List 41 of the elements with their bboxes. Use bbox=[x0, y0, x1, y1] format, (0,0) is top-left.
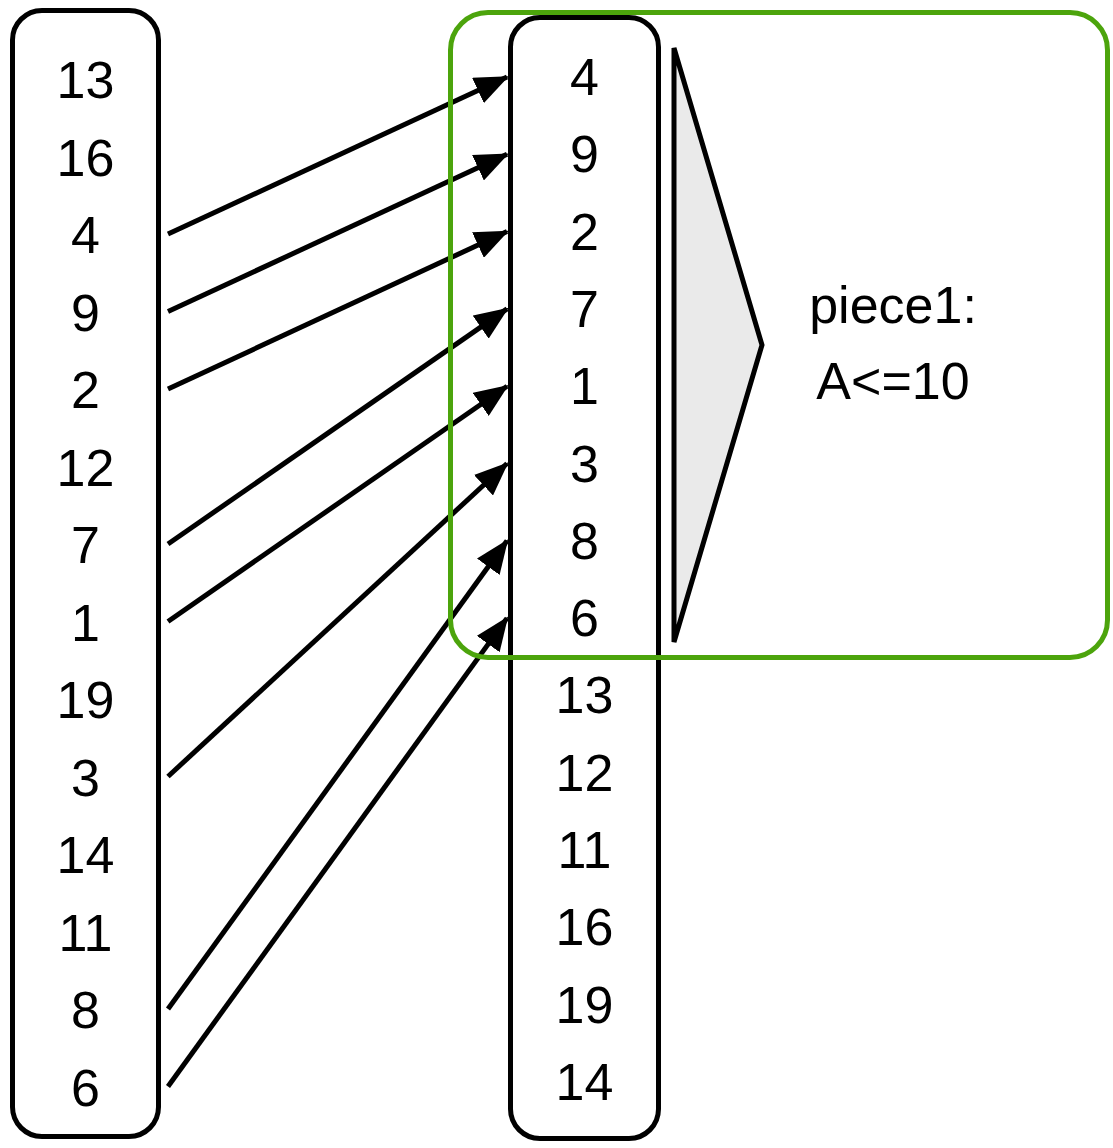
list-value: 2 bbox=[71, 360, 100, 420]
list-value: 6 bbox=[570, 588, 599, 649]
list-value: 7 bbox=[71, 515, 100, 575]
list-value: 8 bbox=[71, 980, 100, 1040]
list-value: 19 bbox=[56, 670, 115, 730]
list-value: 14 bbox=[555, 1051, 614, 1112]
list-value: 7 bbox=[570, 278, 599, 339]
list-value: 1 bbox=[570, 356, 599, 417]
arrow bbox=[166, 74, 509, 237]
list-value: 12 bbox=[555, 742, 614, 803]
list-value: 3 bbox=[570, 433, 599, 494]
condition-label: piece1: A<=10 bbox=[808, 275, 978, 412]
arrow bbox=[166, 384, 509, 624]
list-value: 13 bbox=[555, 665, 614, 726]
list-value: 16 bbox=[56, 127, 115, 188]
list-column-box bbox=[10, 8, 161, 1139]
list-value: 1 bbox=[71, 592, 100, 653]
list-value: 4 bbox=[71, 205, 100, 265]
list-value: 13 bbox=[56, 50, 115, 110]
group-outline bbox=[448, 10, 1110, 660]
list-value: 19 bbox=[555, 974, 614, 1035]
wedge-shape bbox=[671, 45, 765, 645]
arrow bbox=[166, 152, 509, 314]
arrow bbox=[165, 616, 510, 1088]
arrow bbox=[166, 306, 509, 547]
arrow bbox=[165, 539, 510, 1011]
list-value: 2 bbox=[570, 201, 599, 262]
list-value: 6 bbox=[71, 1057, 100, 1118]
arrow bbox=[166, 229, 509, 392]
list-value: 9 bbox=[570, 124, 599, 185]
list-value: 11 bbox=[58, 902, 113, 963]
list-value: 12 bbox=[56, 437, 115, 498]
list-column-box bbox=[508, 15, 661, 1141]
list-value: 3 bbox=[71, 747, 100, 808]
list-value: 4 bbox=[570, 47, 599, 107]
arrow bbox=[166, 461, 509, 779]
list-value: 8 bbox=[570, 510, 599, 571]
list-value: 16 bbox=[555, 897, 614, 958]
list-value: 14 bbox=[56, 825, 115, 885]
list-value: 11 bbox=[557, 820, 612, 880]
list-value: 9 bbox=[71, 282, 100, 343]
